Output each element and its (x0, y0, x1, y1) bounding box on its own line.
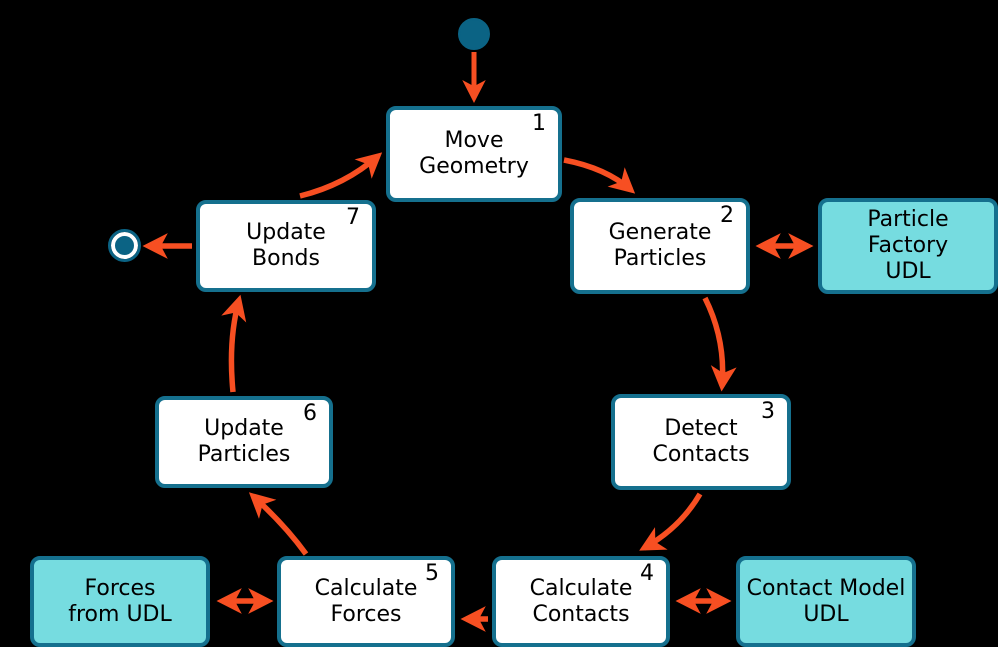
node-update-particles[interactable]: 6 Update Particles (155, 396, 333, 488)
node-number: 2 (720, 203, 734, 228)
node-number: 4 (640, 561, 654, 586)
node-contact-model-udl[interactable]: Contact Model UDL (736, 556, 916, 647)
node-forces-from-udl[interactable]: Forces from UDL (30, 556, 210, 647)
node-label: Generate Particles (608, 220, 712, 271)
node-label: Calculate Forces (314, 575, 418, 627)
node-number: 7 (346, 205, 360, 230)
node-number: 3 (761, 399, 775, 424)
edge-generate-particles-to-detect-contacts (702, 296, 737, 392)
node-label: Update Bonds (246, 220, 326, 271)
node-particle-factory-udl[interactable]: Particle Factory UDL (818, 198, 998, 294)
node-calculate-contacts[interactable]: 4 Calculate Contacts (492, 556, 670, 647)
end-node (108, 229, 141, 262)
node-label: Forces from UDL (68, 575, 172, 627)
node-label: Update Particles (197, 416, 291, 467)
node-label: Calculate Contacts (529, 575, 633, 627)
edge-update-particles-to-update-bonds (221, 294, 247, 393)
node-detect-contacts[interactable]: 3 Detect Contacts (611, 394, 791, 490)
node-label: Particle Factory UDL (867, 207, 949, 284)
node-number: 5 (425, 561, 439, 586)
node-calculate-forces[interactable]: 5 Calculate Forces (277, 556, 455, 647)
node-label: Contact Model UDL (746, 575, 906, 627)
node-number: 1 (532, 111, 546, 136)
node-label: Move Geometry (419, 128, 529, 179)
node-update-bonds[interactable]: 7 Update Bonds (196, 200, 376, 292)
node-number: 6 (303, 401, 317, 426)
node-generate-particles[interactable]: 2 Generate Particles (570, 198, 750, 294)
node-move-geometry[interactable]: 1 Move Geometry (386, 106, 562, 202)
node-label: Detect Contacts (652, 416, 750, 467)
edge-update-bonds-to-move-geometry (299, 152, 383, 199)
edge-move-geometry-to-generate-particles (563, 157, 636, 194)
edge-calculate-forces-to-update-particles (248, 492, 309, 556)
edge-detect-contacts-to-calculate-contacts (639, 492, 703, 551)
start-node (458, 18, 490, 50)
